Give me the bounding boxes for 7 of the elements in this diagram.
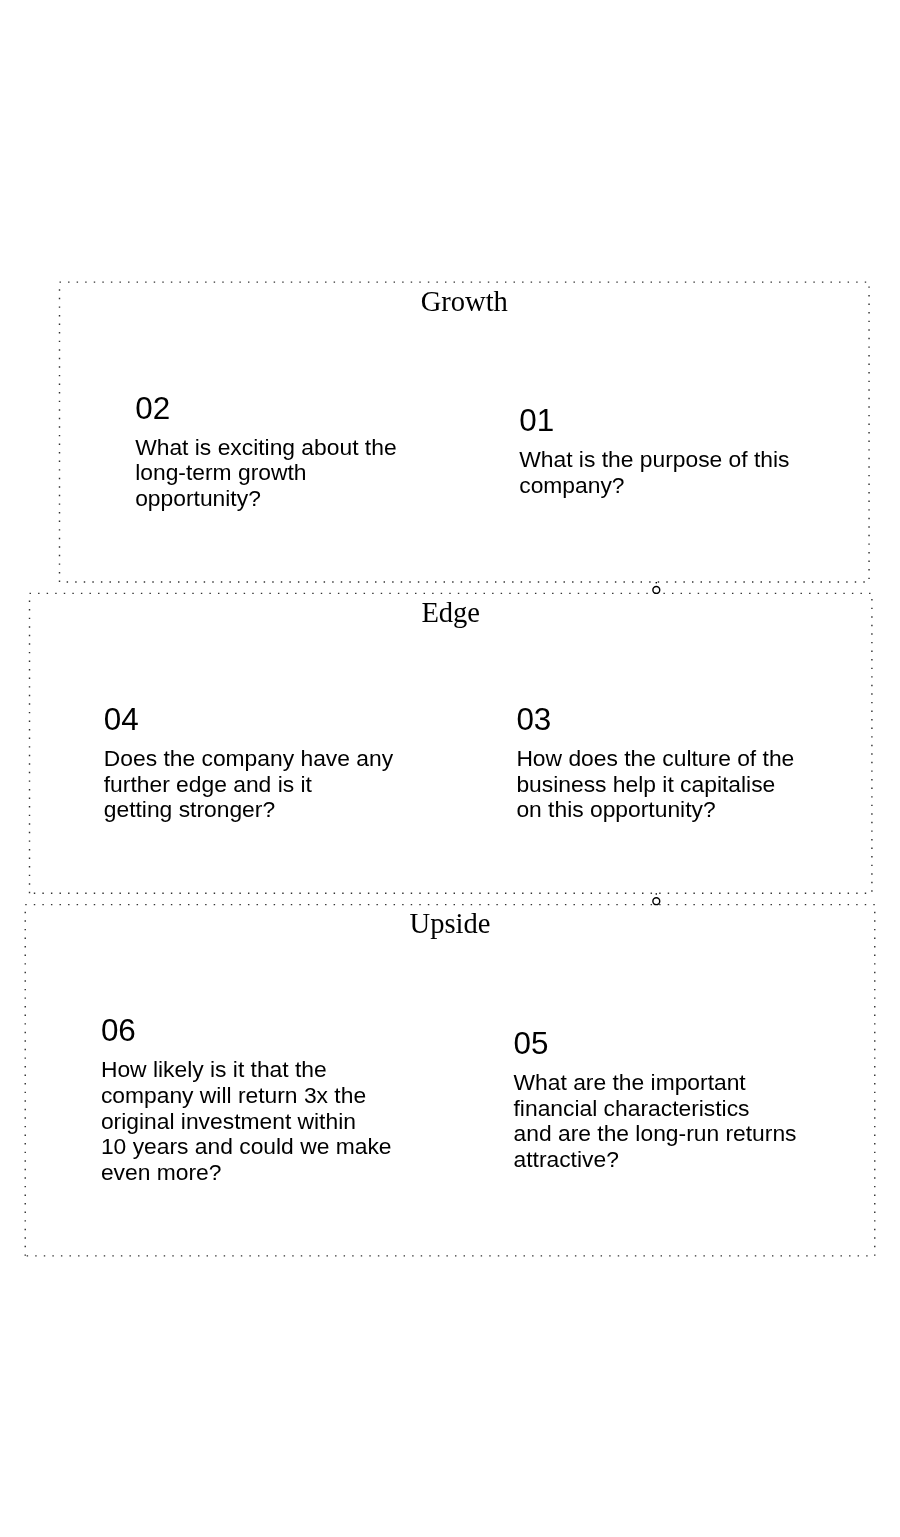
node-text: 02 What is exciting about the long-term growth opportunity?: [135, 390, 397, 511]
node-text: 01 What is the purpose of this company?: [519, 402, 790, 498]
node-text: 05 What are the important financial characteristics and are the long-run returns attractive?: [513, 1025, 797, 1172]
node-text: 03 How does the culture of the business help it capitalise on this opportunity?: [516, 701, 795, 822]
connector: [652, 892, 661, 905]
node-text: 06 How likely is it that the company will return 3x the original investment within 10 years and could we make even more?: [100, 1012, 392, 1185]
node-text: 04 Does the company have any further edge and is it getting stronger?: [103, 701, 394, 822]
